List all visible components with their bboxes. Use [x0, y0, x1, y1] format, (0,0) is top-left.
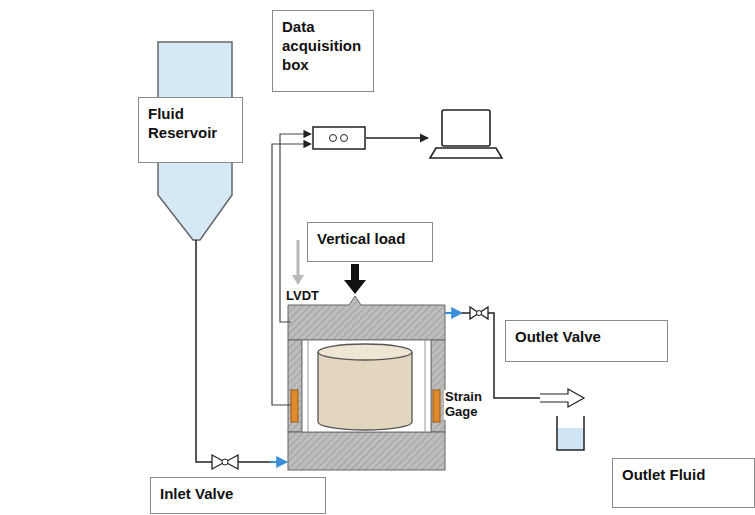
- lvdt-rod: [292, 275, 304, 285]
- outlet-pipe: [462, 312, 470, 314]
- inflow-arrow: [270, 461, 287, 463]
- daq-device: [313, 127, 365, 149]
- test-cell: [288, 296, 445, 470]
- box-label: Data acquisition box: [282, 18, 364, 74]
- data-arrow: [366, 137, 428, 138]
- sensor-label: LVDT: [285, 289, 320, 304]
- strain-gage: [291, 390, 298, 422]
- outlet-valve-symbol: [470, 307, 488, 319]
- laptop-icon: [430, 110, 502, 158]
- inlet-pipe: [196, 240, 212, 462]
- label-box: Outlet Fluid: [612, 458, 755, 508]
- box-label: Inlet Valve: [160, 485, 316, 504]
- lvdt-rod: [297, 240, 300, 276]
- label-box: Fluid Reservoir: [138, 97, 243, 163]
- inlet-pipe: [238, 461, 270, 463]
- label-box: Inlet Valve: [150, 477, 326, 514]
- hollow-arrow: [540, 389, 584, 407]
- outflow-arrow: [445, 312, 462, 314]
- label-box: Data acquisition box: [272, 10, 374, 92]
- part-label: Strain Gage: [444, 390, 492, 420]
- label-box: Vertical load: [307, 222, 433, 262]
- label-box: Outlet Valve: [505, 320, 668, 362]
- box-label: Outlet Valve: [515, 328, 658, 347]
- inlet-valve-symbol: [212, 455, 238, 469]
- load-arrow: [344, 264, 366, 294]
- box-label: Fluid Reservoir: [148, 105, 233, 143]
- collection-beaker: [557, 416, 584, 450]
- signal-wire: [272, 144, 311, 405]
- box-label: Vertical load: [317, 230, 423, 249]
- strain-gage: [433, 390, 440, 422]
- box-label: Outlet Fluid: [622, 466, 745, 485]
